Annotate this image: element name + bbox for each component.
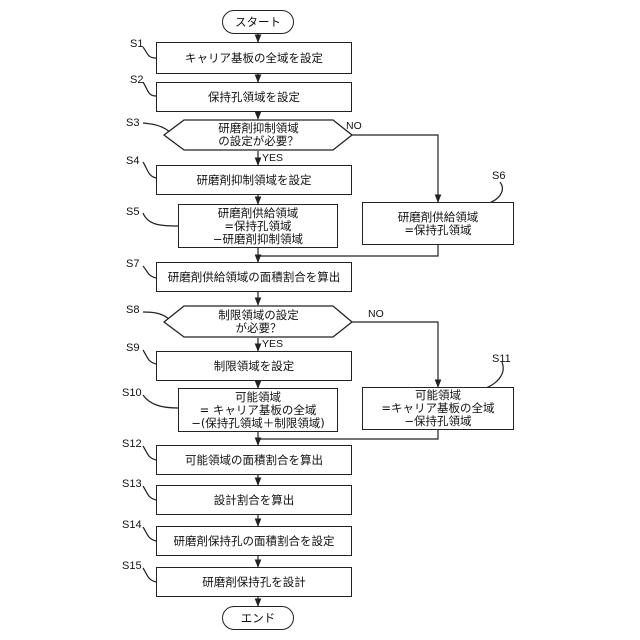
step-s10-line1: 可能領域 [235, 391, 281, 404]
step-id-s15: S15 [122, 560, 142, 572]
step-id-s1: S1 [130, 38, 143, 50]
step-id-s14: S14 [122, 519, 142, 531]
arrow-s3-no-s6 [352, 135, 438, 202]
end-terminal: エンド [222, 606, 294, 630]
leader-s11 [486, 362, 503, 388]
step-id-s4: S4 [126, 155, 139, 167]
arrow-s8-no-s11 [352, 322, 438, 387]
leader-s9 [143, 350, 156, 364]
leader-s3 [143, 123, 170, 132]
decision-s8-line1: 制限領域の設定 [218, 309, 299, 322]
leader-s4 [143, 162, 156, 178]
leader-s14 [143, 527, 156, 541]
leader-s13 [143, 486, 156, 500]
leader-s10 [143, 395, 178, 408]
step-s5-line1: 研磨剤供給領域 [218, 207, 299, 220]
step-s12-box: 可能領域の面積割合を算出 [156, 445, 352, 475]
leader-s5 [143, 213, 178, 226]
step-s11-line3: −保持孔領域 [404, 415, 471, 428]
step-s13-box: 設計割合を算出 [156, 485, 352, 515]
step-s2-box: 保持孔領域を設定 [156, 82, 352, 112]
step-s9-text: 制限領域を設定 [214, 360, 295, 373]
step-s10-line3: −(保持孔領域＋制限領域) [191, 417, 325, 430]
start-label: スタート [235, 16, 281, 29]
step-s13-text: 設計割合を算出 [214, 494, 295, 507]
step-s4-box: 研磨剤抑制領域を設定 [156, 165, 352, 195]
s3-yes-label: YES [262, 152, 283, 164]
step-id-s9: S9 [126, 342, 139, 354]
step-s11-box: 可能領域 =キャリア基板の全域 −保持孔領域 [362, 387, 514, 430]
step-s15-box: 研磨剤保持孔を設計 [156, 567, 352, 597]
step-s10-box: 可能領域 = キャリア基板の全域 −(保持孔領域＋制限領域) [178, 388, 338, 432]
step-s6-line1: 研磨剤供給領域 [398, 211, 479, 224]
s3-no-label: NO [346, 120, 362, 132]
s8-no-label: NO [368, 308, 384, 320]
leader-s8 [143, 312, 170, 320]
step-id-s10: S10 [122, 387, 142, 399]
end-label: エンド [241, 612, 276, 625]
step-s14-text: 研磨剤保持孔の面積割合を設定 [174, 535, 335, 548]
leader-s1 [143, 47, 156, 58]
step-id-s8: S8 [126, 304, 139, 316]
step-s1-text: キャリア基板の全域を設定 [185, 52, 323, 65]
step-id-s7: S7 [126, 258, 139, 270]
decision-s3-text: 研磨剤抑制領域 の設定が必要？ [184, 120, 333, 150]
step-s10-line2: = キャリア基板の全域 [200, 404, 317, 417]
step-id-s5: S5 [126, 206, 139, 218]
step-s1-box: キャリア基板の全域を設定 [156, 42, 352, 74]
step-s7-text: 研磨剤供給領域の面積割合を算出 [168, 271, 341, 284]
decision-s8-line2: が必要？ [236, 322, 282, 335]
leader-s12 [143, 446, 156, 460]
decision-s8-text: 制限領域の設定 が必要？ [184, 306, 333, 337]
leader-s15 [143, 568, 156, 582]
step-s6-line2: =保持孔領域 [404, 224, 471, 237]
step-id-s12: S12 [122, 438, 142, 450]
step-s7-box: 研磨剤供給領域の面積割合を算出 [156, 262, 352, 292]
step-id-s11: S11 [492, 353, 511, 365]
step-s12-text: 可能領域の面積割合を算出 [185, 454, 323, 467]
leader-s6 [486, 182, 502, 204]
step-s2-text: 保持孔領域を設定 [208, 91, 300, 104]
s8-yes-label: YES [262, 338, 283, 350]
step-id-s2: S2 [130, 74, 143, 86]
step-id-s3: S3 [126, 117, 139, 129]
step-id-s13: S13 [122, 478, 142, 490]
step-id-s6: S6 [492, 170, 505, 182]
leader-s7 [143, 266, 156, 278]
step-s5-line2: =保持孔領域 [224, 220, 291, 233]
step-s5-box: 研磨剤供給領域 =保持孔領域 −研磨剤抑制領域 [178, 204, 338, 248]
decision-s3-line2: の設定が必要？ [218, 135, 299, 148]
step-s6-box: 研磨剤供給領域 =保持孔領域 [362, 202, 514, 245]
step-s9-box: 制限領域を設定 [156, 351, 352, 381]
step-s5-line3: −研磨剤抑制領域 [213, 233, 303, 246]
leader-s2 [143, 82, 156, 96]
step-s14-box: 研磨剤保持孔の面積割合を設定 [156, 526, 352, 556]
step-s15-text: 研磨剤保持孔を設計 [202, 576, 306, 589]
step-s4-text: 研磨剤抑制領域を設定 [197, 174, 312, 187]
start-terminal: スタート [222, 10, 294, 34]
